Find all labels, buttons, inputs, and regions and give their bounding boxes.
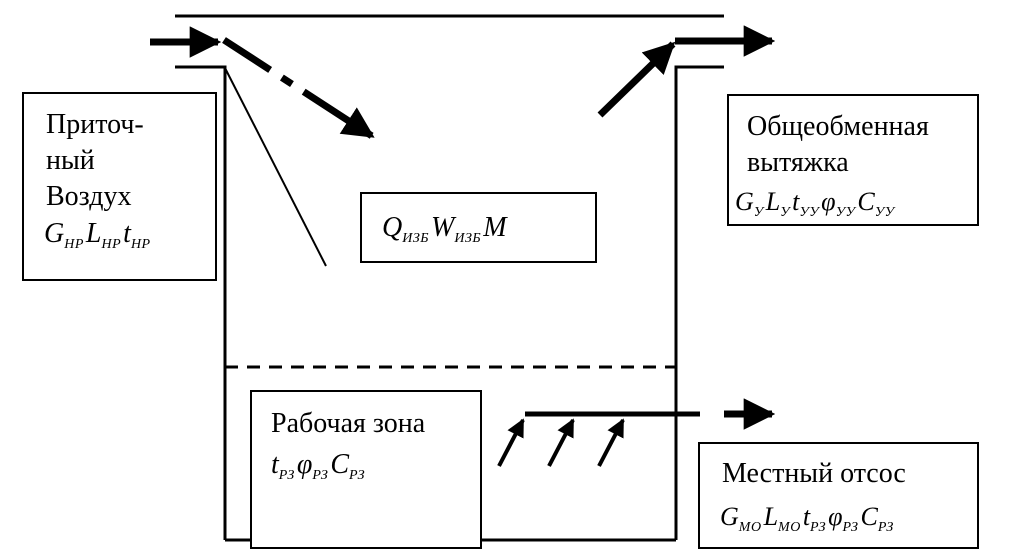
formula-subscript: РЗ [312,468,329,483]
supply-label-line2: ный [46,145,95,176]
formula-subscript: У [780,205,791,220]
formula-symbol: L [85,218,102,249]
formula-symbol: t [792,187,800,216]
formula-term: tРЗ [802,502,826,535]
formula-symbol: C [860,502,878,531]
local-exhaust-box: Местный отсос GМОLМОtРЗφРЗCРЗ [698,442,979,549]
supply-jet-arrow [222,37,375,139]
formula-term: LУ [765,187,790,220]
local-suction-arrow-3 [597,418,625,467]
formula-subscript: НР [101,237,122,252]
local-suction-arrow-2 [547,418,575,467]
formula-symbol: φ [828,502,843,531]
work-zone-label: Рабочая зона [271,408,426,439]
formula-subscript: РЗ [877,520,894,535]
formula-symbol: G [735,187,754,216]
formula-subscript: РЗ [349,468,366,483]
formula-subscript: ИЗБ [402,231,430,246]
formula-term: tНР [123,218,151,252]
exhaust-formula: GУLУtУУφУУCУУ [735,185,895,230]
formula-subscript: НР [130,237,151,252]
formula-symbol: φ [296,449,313,480]
supply-label-line1: Приточ- [46,109,144,140]
formula-symbol: φ [821,187,836,216]
formula-symbol: Q [382,212,403,243]
formula-term: GМО [720,502,762,535]
formula-subscript: РЗ [810,520,827,535]
formula-term: CУУ [857,187,894,220]
formula-term: WИЗБ [431,212,482,246]
formula-term: LМО [763,502,801,535]
formula-symbol: C [330,449,350,480]
formula-subscript: УУ [799,205,820,220]
jet-boundary-line [224,67,327,267]
formula-subscript: УУ [874,205,895,220]
formula-term: LНР [85,218,122,252]
formula-symbol: t [123,218,131,249]
supply-air-box: Приточ- ный Воздух GНРLНРtНР [22,92,217,281]
formula-subscript: ИЗБ [454,231,482,246]
exhaust-rise-arrow [597,41,676,118]
formula-symbol: C [857,187,875,216]
formula-term: QИЗБ [382,212,430,246]
formula-term: GУ [735,187,764,220]
formula-subscript: РЗ [278,468,295,483]
work-zone-formula: tРЗφРЗCРЗ [271,448,365,493]
exhaust-label-line2: вытяжка [747,147,849,178]
formula-symbol: G [44,218,65,249]
formula-term: CРЗ [860,502,894,535]
formula-term: φРЗ [296,449,329,483]
formula-subscript: У [753,205,764,220]
general-exhaust-box: Общеобменная вытяжка GУLУtУУφУУCУУ [727,94,979,226]
heat-source-box: QИЗБWИЗБM [360,192,597,263]
formula-symbol: W [431,212,455,243]
formula-subscript: УУ [835,205,856,220]
room-left-wall [175,65,227,540]
formula-term: CРЗ [330,449,366,483]
formula-subscript: МО [738,520,762,535]
formula-subscript: МО [778,520,801,535]
formula-term: φРЗ [828,502,858,535]
formula-symbol: M [483,212,507,243]
formula-symbol: G [720,502,739,531]
work-zone-box: Рабочая зона tРЗφРЗCРЗ [250,390,482,549]
formula-symbol: t [802,502,811,531]
exhaust-label-line1: Общеобменная [747,111,929,142]
formula-subscript: РЗ [842,520,859,535]
supply-label-line3: Воздух [46,181,132,212]
local-suction-arrow-1 [497,418,525,467]
formula-term: M [483,212,506,243]
formula-term: tРЗ [271,449,295,483]
heat-source-formula: QИЗБWИЗБM [382,211,507,256]
local-exhaust-label: Местный отсос [722,458,906,489]
formula-symbol: t [271,449,279,480]
supply-formula: GНРLНРtНР [44,217,151,262]
local-exhaust-formula: GМОLМОtРЗφРЗCРЗ [720,500,894,545]
formula-term: tУУ [792,187,819,220]
formula-symbol: L [763,502,779,531]
formula-term: φУУ [821,187,855,220]
formula-symbol: L [765,187,781,216]
formula-subscript: НР [64,237,84,252]
room-right-wall [674,65,724,540]
formula-term: GНР [44,218,84,252]
